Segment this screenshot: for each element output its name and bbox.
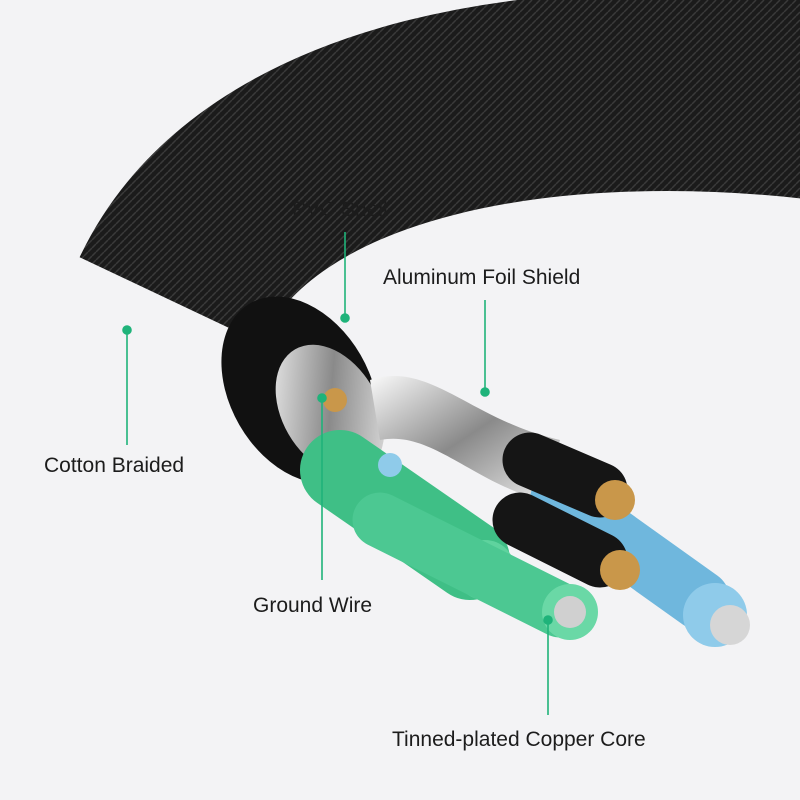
blue-wire	[530, 470, 750, 647]
cotton-braided-label: Cotton Braided	[44, 454, 185, 477]
black-wires	[492, 432, 640, 590]
ground-wire-label: Ground Wire	[253, 594, 373, 617]
leader-lines	[122, 232, 553, 715]
pvc-shell-label: PVC Shell	[292, 198, 388, 221]
braided-cable-body	[79, 0, 800, 347]
copper-core-label: Tinned-plated Copper Core	[392, 728, 646, 751]
aluminum-foil-shield-label: Aluminum Foil Shield	[383, 266, 581, 289]
green-wire	[300, 430, 598, 640]
